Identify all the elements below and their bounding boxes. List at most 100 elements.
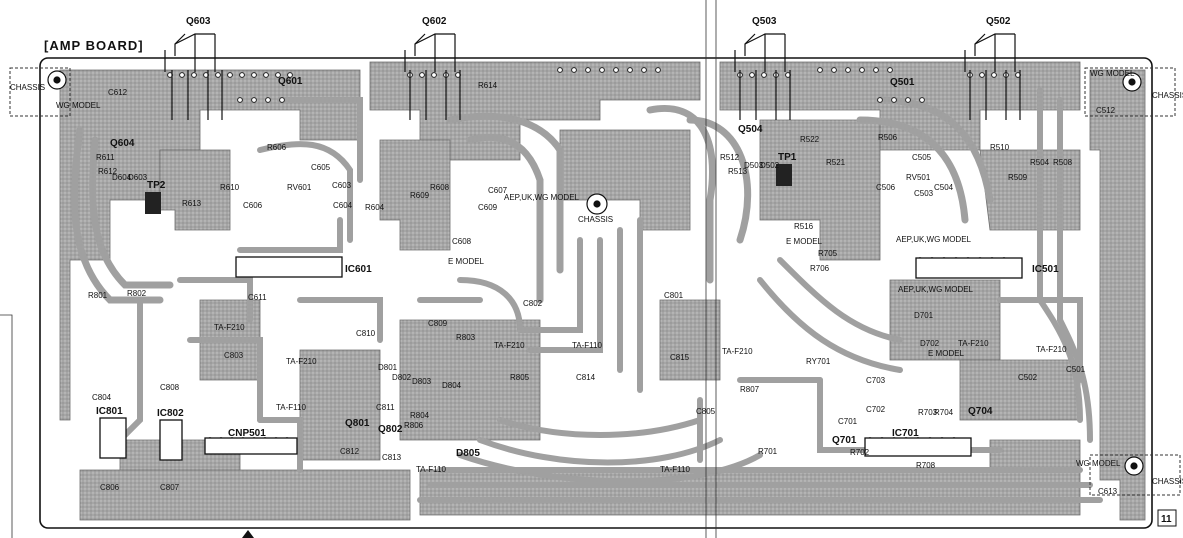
r704-label: R704: [934, 408, 954, 417]
c810-label: C810: [356, 329, 376, 338]
r705-label: R705: [818, 249, 838, 258]
chassis-box-br: [1089, 454, 1181, 496]
c801-label: C801: [664, 291, 684, 300]
left-edge-bracket: [0, 314, 13, 538]
copper-areas: [59, 61, 1146, 521]
r614-label: R614: [478, 81, 498, 90]
q504-label: Q504: [738, 124, 763, 135]
ry701-label: RY701: [806, 357, 831, 366]
c603-label: C603: [332, 181, 352, 190]
aep-uk-wg-note-3: AEP,UK,WG MODEL: [898, 285, 974, 294]
solder-pad: [761, 72, 767, 78]
d701-label: D701: [914, 311, 934, 320]
solder-pad: [627, 67, 633, 73]
solder-pad: [571, 67, 577, 73]
q502-label: Q502: [986, 16, 1011, 27]
c703-label: C703: [866, 376, 886, 385]
r805-label: R805: [510, 373, 530, 382]
solder-pad: [251, 72, 257, 78]
c812-label: C812: [340, 447, 360, 456]
solder-pad: [891, 97, 897, 103]
annotation-notes: CHASSIS CHASSIS CHASSIS CHASSIS WG MODEL…: [10, 69, 1183, 486]
wg-model-note-tr: WG MODEL: [1090, 69, 1135, 78]
d803-label: D803: [412, 377, 432, 386]
wg-model-note-br: WG MODEL: [1076, 459, 1121, 468]
d503-label: D503: [744, 161, 764, 170]
q501-label: Q501: [890, 77, 915, 88]
d603-label: D603: [128, 173, 148, 182]
board-title: [AMP BOARD]: [44, 38, 144, 53]
r521-label: R521: [826, 158, 846, 167]
solder-pad: [239, 72, 245, 78]
c809-label: C809: [428, 319, 448, 328]
r613-label: R613: [182, 199, 202, 208]
c811-label: C811: [376, 403, 395, 412]
e-model-note-1: E MODEL: [448, 257, 485, 266]
q801-label: Q801: [345, 418, 370, 429]
ic-bodies: [99, 256, 1023, 461]
d604-label: D604: [112, 173, 132, 182]
solder-pad: [817, 67, 823, 73]
r606-label: R606: [267, 143, 287, 152]
q701-label: Q701: [832, 435, 857, 446]
q601-label: Q601: [278, 76, 303, 87]
solder-pad: [613, 67, 619, 73]
r706-label: R706: [810, 264, 830, 273]
r604-label: R604: [365, 203, 385, 212]
solder-pad: [859, 67, 865, 73]
c805-label: C805: [696, 407, 716, 416]
solder-pad: [641, 67, 647, 73]
solder-pad: [557, 67, 563, 73]
r522-label: R522: [800, 135, 820, 144]
ta-f210-note-d: TA-F210: [722, 347, 753, 356]
c608-label: C608: [452, 237, 472, 246]
solder-pad: [287, 72, 293, 78]
tp2-label: TP2: [147, 180, 166, 191]
r702-label: R702: [850, 448, 870, 457]
solder-pad: [991, 72, 997, 78]
c701-label: C701: [838, 417, 858, 426]
e-model-note-2: E MODEL: [786, 237, 823, 246]
solder-pad: [215, 72, 221, 78]
rv601-label: RV601: [287, 183, 312, 192]
c815-label: C815: [670, 353, 690, 362]
c609-label: C609: [478, 203, 498, 212]
traces: [70, 87, 1103, 503]
r802-label: R802: [127, 289, 147, 298]
solder-pad: [431, 72, 437, 78]
ta-f210-note-b: TA-F210: [286, 357, 317, 366]
c607-label: C607: [488, 186, 508, 195]
solder-pad: [905, 97, 911, 103]
solder-pad: [263, 72, 269, 78]
solder-pad: [585, 67, 591, 73]
ta-f110-note-b: TA-F110: [416, 465, 446, 474]
q602-label: Q602: [422, 16, 447, 27]
solder-pad: [887, 67, 893, 73]
r506-label: R506: [878, 133, 898, 142]
ta-f210-note-a: TA-F210: [214, 323, 245, 332]
component-labels: Q601 Q604 Q501 Q504 Q704 Q701 Q801 Q802 …: [88, 76, 1118, 496]
c813-label: C813: [382, 453, 402, 462]
solder-pad: [265, 97, 271, 103]
r609-label: R609: [410, 191, 430, 200]
r504-label: R504: [1030, 158, 1050, 167]
c502-label: C502: [1018, 373, 1038, 382]
q603-label: Q603: [186, 16, 211, 27]
c606-label: C606: [243, 201, 263, 210]
ic701-body: [864, 437, 972, 457]
tp1-label: TP1: [778, 152, 797, 163]
ic501-label: IC501: [1032, 264, 1059, 275]
c506-label: C506: [876, 183, 896, 192]
d801-label: D801: [378, 363, 398, 372]
chassis-note-tr: CHASSIS: [1152, 91, 1183, 100]
c604-label: C604: [333, 201, 353, 210]
solder-pad: [877, 97, 883, 103]
r701-label: R701: [758, 447, 778, 456]
solder-pad: [419, 72, 425, 78]
solder-pad: [979, 72, 985, 78]
wg-model-note-tl: WG MODEL: [56, 101, 101, 110]
solder-pad: [919, 97, 925, 103]
mounting-holes: [47, 70, 1144, 476]
e-model-note-3: E MODEL: [928, 349, 965, 358]
r611-label: R611: [96, 153, 115, 162]
